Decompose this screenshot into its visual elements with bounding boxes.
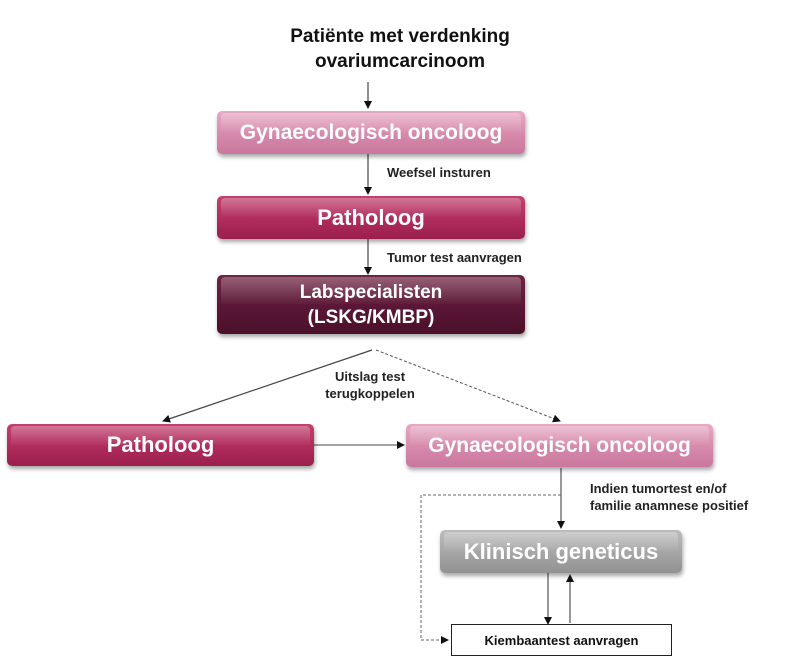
diagram-title: Patiënte met verdenking ovariumcarcinoom xyxy=(200,24,600,74)
node-gynaecologisch-oncoloog-bottom: Gynaecologisch oncoloog xyxy=(406,424,713,467)
edge-label-weefsel-insturen: Weefsel insturen xyxy=(387,165,491,180)
node-label: Klinisch geneticus xyxy=(463,538,659,564)
node-label-line-2: (LSKG/KMBP) xyxy=(307,306,435,328)
node-gynaecologisch-oncoloog-top: Gynaecologisch oncoloog xyxy=(217,111,525,154)
edge-label-line-2: familie anamnese positief xyxy=(590,498,749,513)
edge-label-line-1: Uitslag test xyxy=(334,369,406,384)
arrow-lab-to-gyn-dashed xyxy=(375,349,561,423)
edge-label-line-1: Indien tumortest en/of xyxy=(590,481,727,496)
node-label: Gynaecologisch oncoloog xyxy=(239,120,503,144)
node-label: Patholoog xyxy=(106,432,215,457)
node-labspecialisten: Labspecialisten (LSKG/KMBP) xyxy=(217,275,525,334)
node-kiembaantest-aanvragen: Kiembaantest aanvragen xyxy=(451,624,672,656)
edge-label-uitslag-test: Uitslag test terugkoppelen xyxy=(300,368,440,402)
node-label: Patholoog xyxy=(317,204,425,230)
title-line-2: ovariumcarcinoom xyxy=(315,51,485,72)
node-patholoog-bottom: Patholoog xyxy=(7,424,314,466)
node-label: Gynaecologisch oncoloog xyxy=(428,433,691,457)
node-klinisch-geneticus: Klinisch geneticus xyxy=(440,530,682,573)
arrow-gyn-to-kiembaan-dashed xyxy=(420,494,561,644)
node-patholoog-top: Patholoog xyxy=(217,196,525,239)
edge-label-tumor-test-aanvragen: Tumor test aanvragen xyxy=(387,250,522,265)
node-label-line-1: Labspecialisten xyxy=(299,281,443,303)
arrow-lab-to-patholoog xyxy=(162,349,373,423)
title-line-1: Patiënte met verdenking xyxy=(290,26,510,47)
edge-label-line-2: terugkoppelen xyxy=(325,386,415,401)
node-label: Kiembaantest aanvragen xyxy=(484,632,639,648)
edge-label-indien-tumortest: Indien tumortest en/of familie anamnese … xyxy=(590,480,748,514)
